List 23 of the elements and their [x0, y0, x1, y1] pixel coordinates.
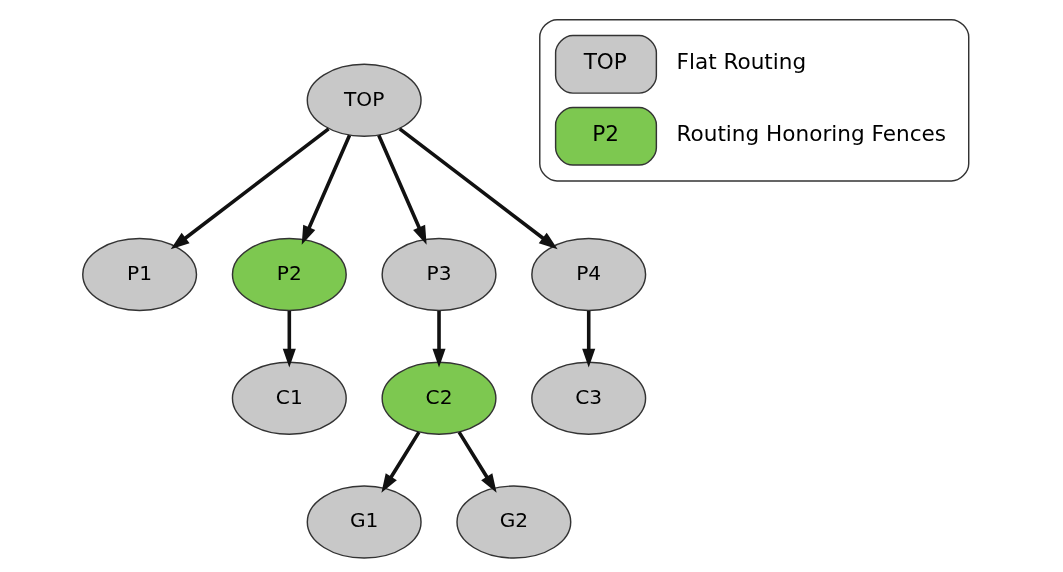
legend-label: Routing Honoring Fences [676, 121, 947, 147]
legend-label: Flat Routing [676, 49, 807, 75]
arrow [582, 310, 596, 368]
node-ellipse: P4 [531, 237, 647, 312]
node-ellipse: C3 [531, 361, 647, 435]
arrow [457, 431, 497, 493]
node-ellipse: G2 [456, 485, 572, 559]
node-ellipse: G1 [306, 485, 422, 559]
arrow [377, 134, 427, 245]
node-ellipse: P1 [82, 237, 198, 312]
node-ellipse: P3 [381, 237, 497, 312]
arrow [301, 134, 352, 245]
arrow [282, 310, 296, 368]
arrow [432, 310, 446, 368]
node-ellipse: C2 [381, 361, 497, 435]
arrow [170, 127, 330, 250]
node-ellipse: TOP [306, 63, 422, 137]
label: TOP [583, 49, 627, 75]
node-ellipse: P2 [231, 237, 347, 312]
node-ellipse: C1 [231, 361, 347, 435]
arrow [381, 431, 421, 493]
label: P2 [592, 121, 620, 147]
arrow [398, 127, 558, 250]
